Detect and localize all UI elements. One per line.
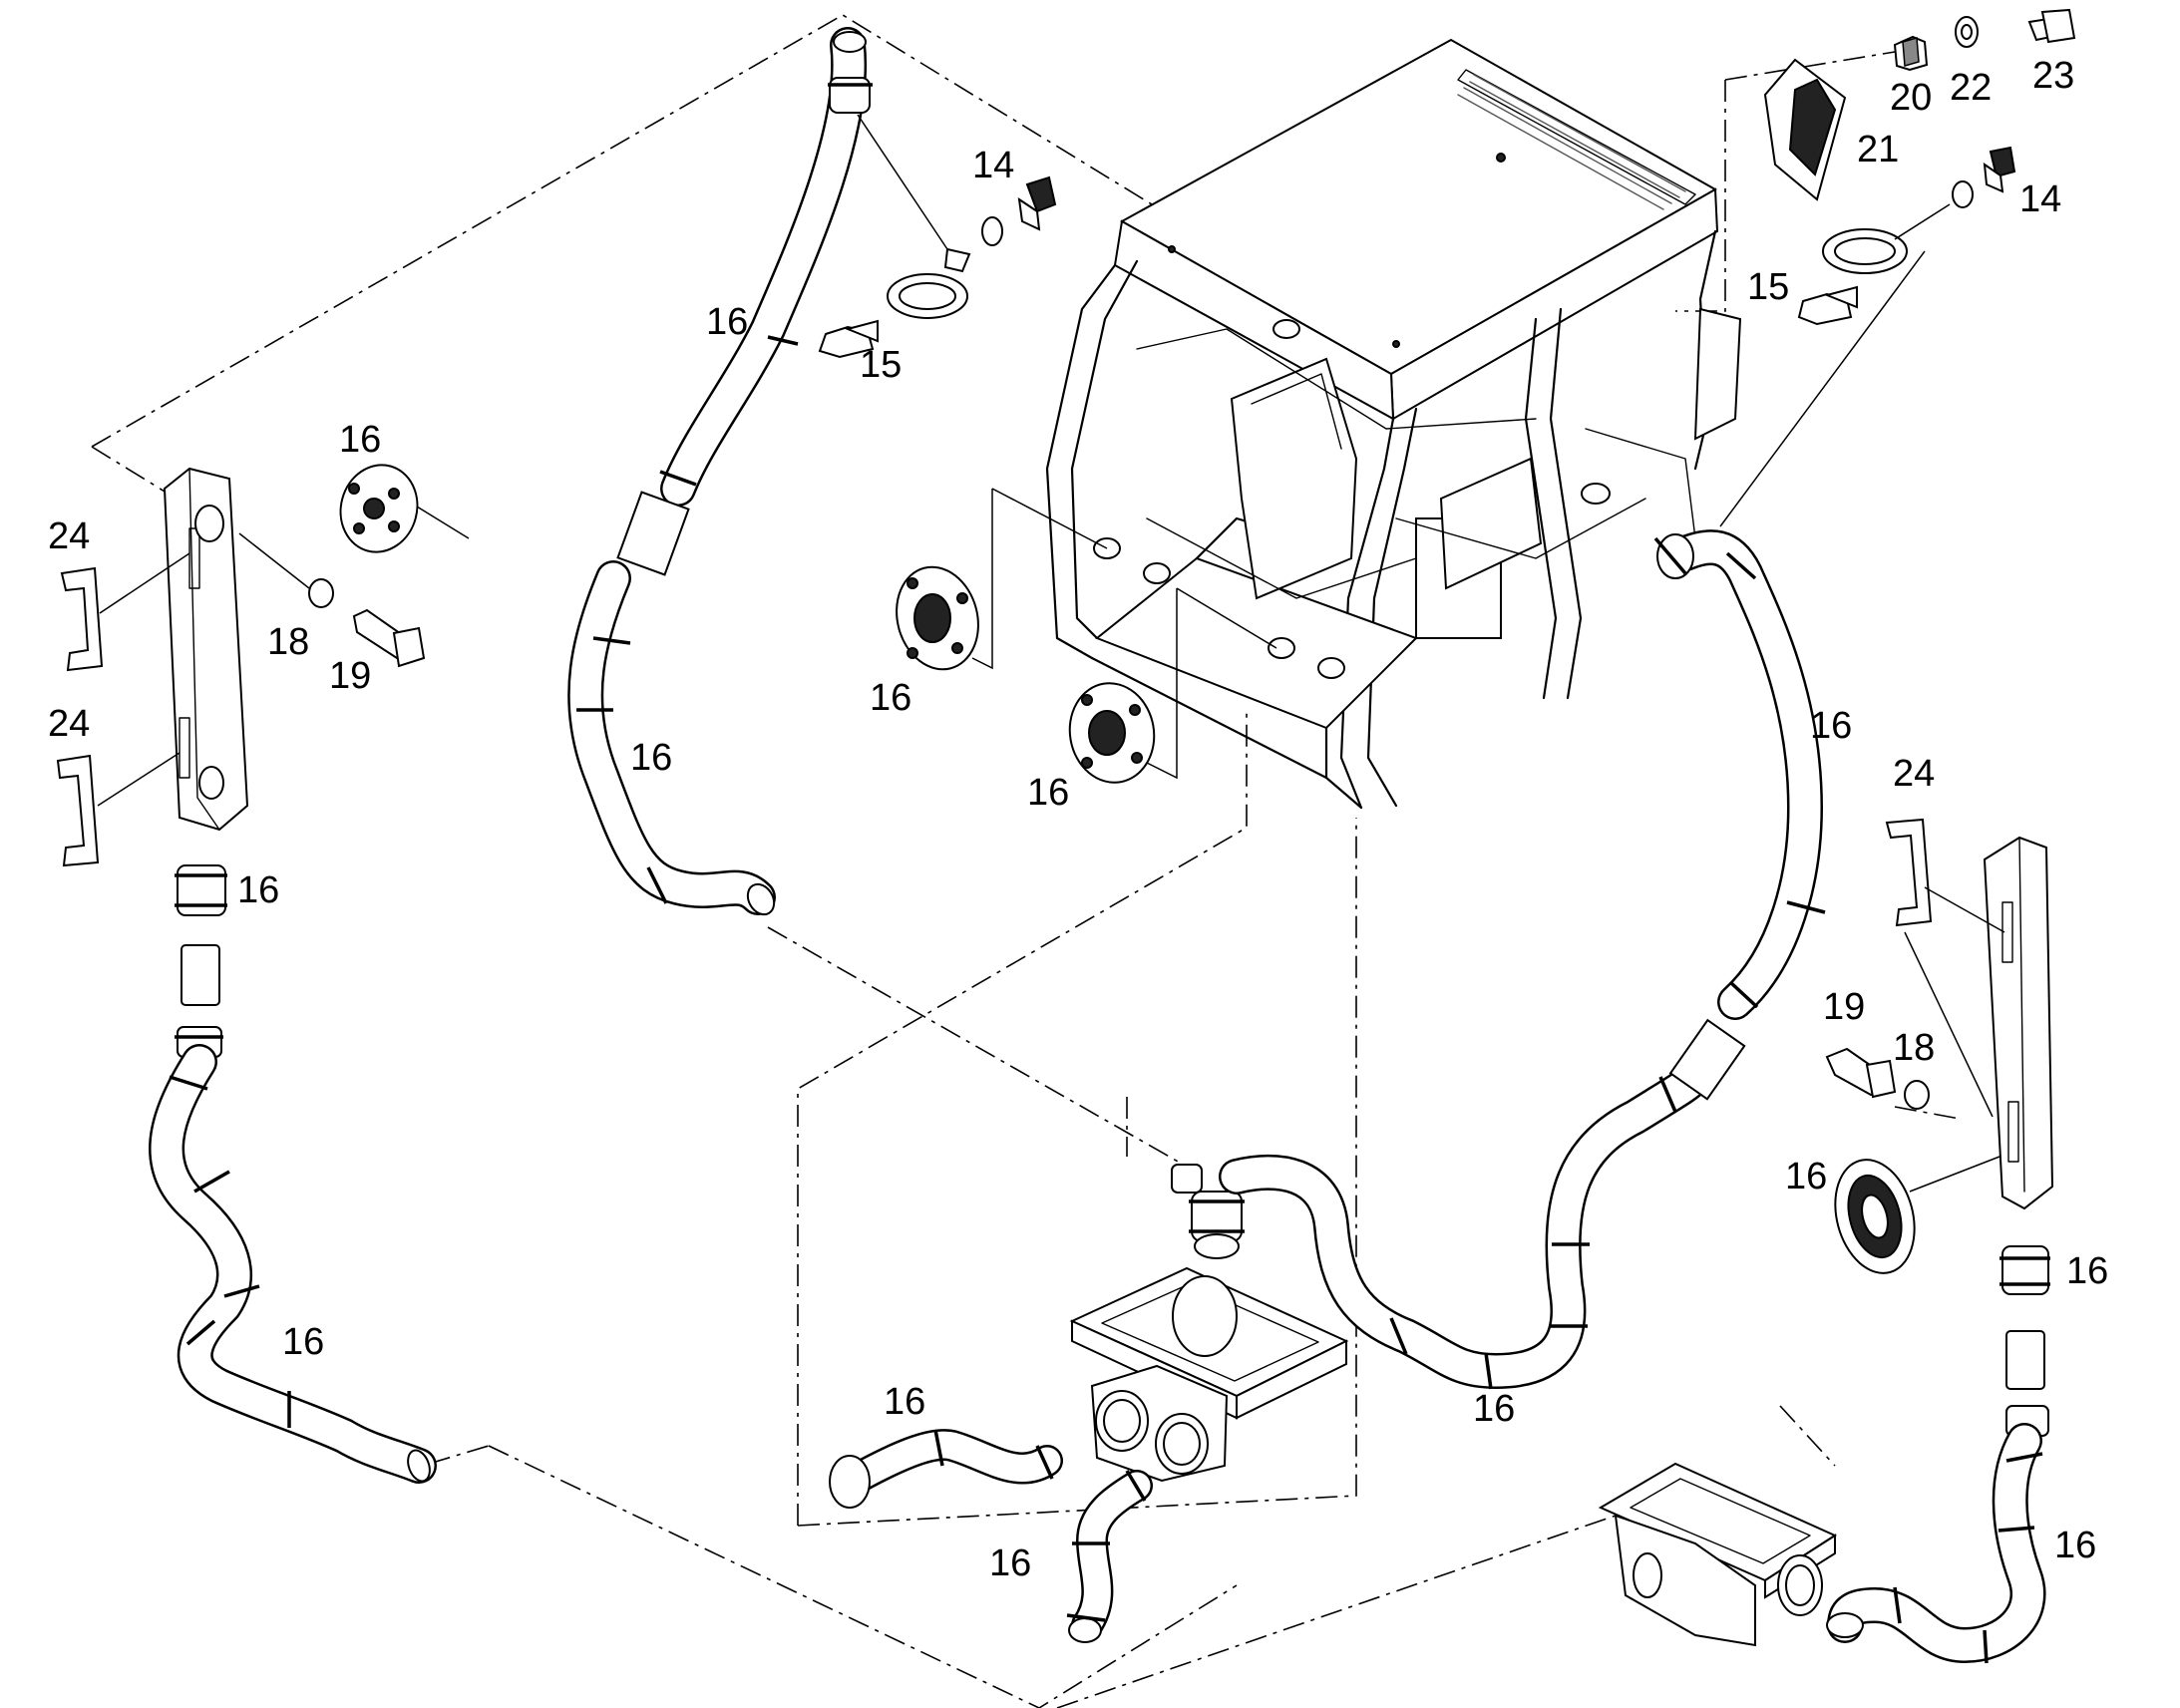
callout-16: 16 — [2054, 1525, 2096, 1566]
clip-hardware-right — [1763, 8, 2076, 326]
vent-outlets — [339, 464, 2000, 1274]
callout-16: 16 — [1810, 705, 1852, 747]
callout-16: 16 — [884, 1381, 925, 1423]
callout-16: 16 — [1027, 772, 1069, 814]
main-hose-assembly — [1171, 250, 1926, 1390]
callout-18: 18 — [267, 621, 309, 663]
callouts: 14 14 15 15 16 16 16 16 16 16 16 16 16 1… — [48, 55, 2108, 1584]
center-plenum-assembly — [829, 1191, 1349, 1643]
callout-19: 19 — [1823, 986, 1865, 1028]
cab-frame — [1045, 38, 1742, 810]
callout-16: 16 — [630, 737, 672, 779]
callout-23: 23 — [2032, 55, 2074, 97]
reference-lines — [91, 14, 1961, 1708]
callout-22: 22 — [1950, 67, 1992, 109]
left-duct-assembly — [56, 467, 437, 1484]
callout-16: 16 — [237, 869, 279, 911]
callout-16: 16 — [1473, 1388, 1515, 1430]
callout-16: 16 — [989, 1542, 1031, 1584]
callout-16: 16 — [2066, 1250, 2108, 1292]
callout-18: 18 — [1893, 1027, 1935, 1069]
roof-vent-grille — [1457, 74, 1686, 210]
clip-hardware-left — [818, 175, 1057, 359]
right-duct-assembly — [1598, 818, 2054, 1664]
callout-24: 24 — [48, 703, 90, 745]
callout-20: 20 — [1890, 77, 1932, 119]
vent-outlet-left-upper — [339, 464, 419, 553]
upper-hose-assembly — [567, 27, 948, 916]
callout-24: 24 — [1893, 753, 1935, 795]
callout-15: 15 — [1747, 266, 1789, 308]
callout-21: 21 — [1857, 129, 1899, 171]
callout-16: 16 — [706, 301, 748, 343]
callout-19: 19 — [329, 655, 371, 697]
callout-15: 15 — [860, 344, 902, 386]
callout-16: 16 — [339, 419, 381, 461]
callout-16: 16 — [1785, 1156, 1827, 1197]
vent-outlet-center-a — [896, 565, 979, 671]
callout-16: 16 — [870, 677, 911, 719]
callout-14: 14 — [972, 145, 1014, 186]
callout-14: 14 — [2019, 178, 2061, 220]
vent-outlet-right — [1834, 1159, 1916, 1274]
callout-16: 16 — [282, 1321, 324, 1363]
callout-24: 24 — [48, 515, 90, 557]
vent-outlet-center-b — [1068, 682, 1156, 784]
